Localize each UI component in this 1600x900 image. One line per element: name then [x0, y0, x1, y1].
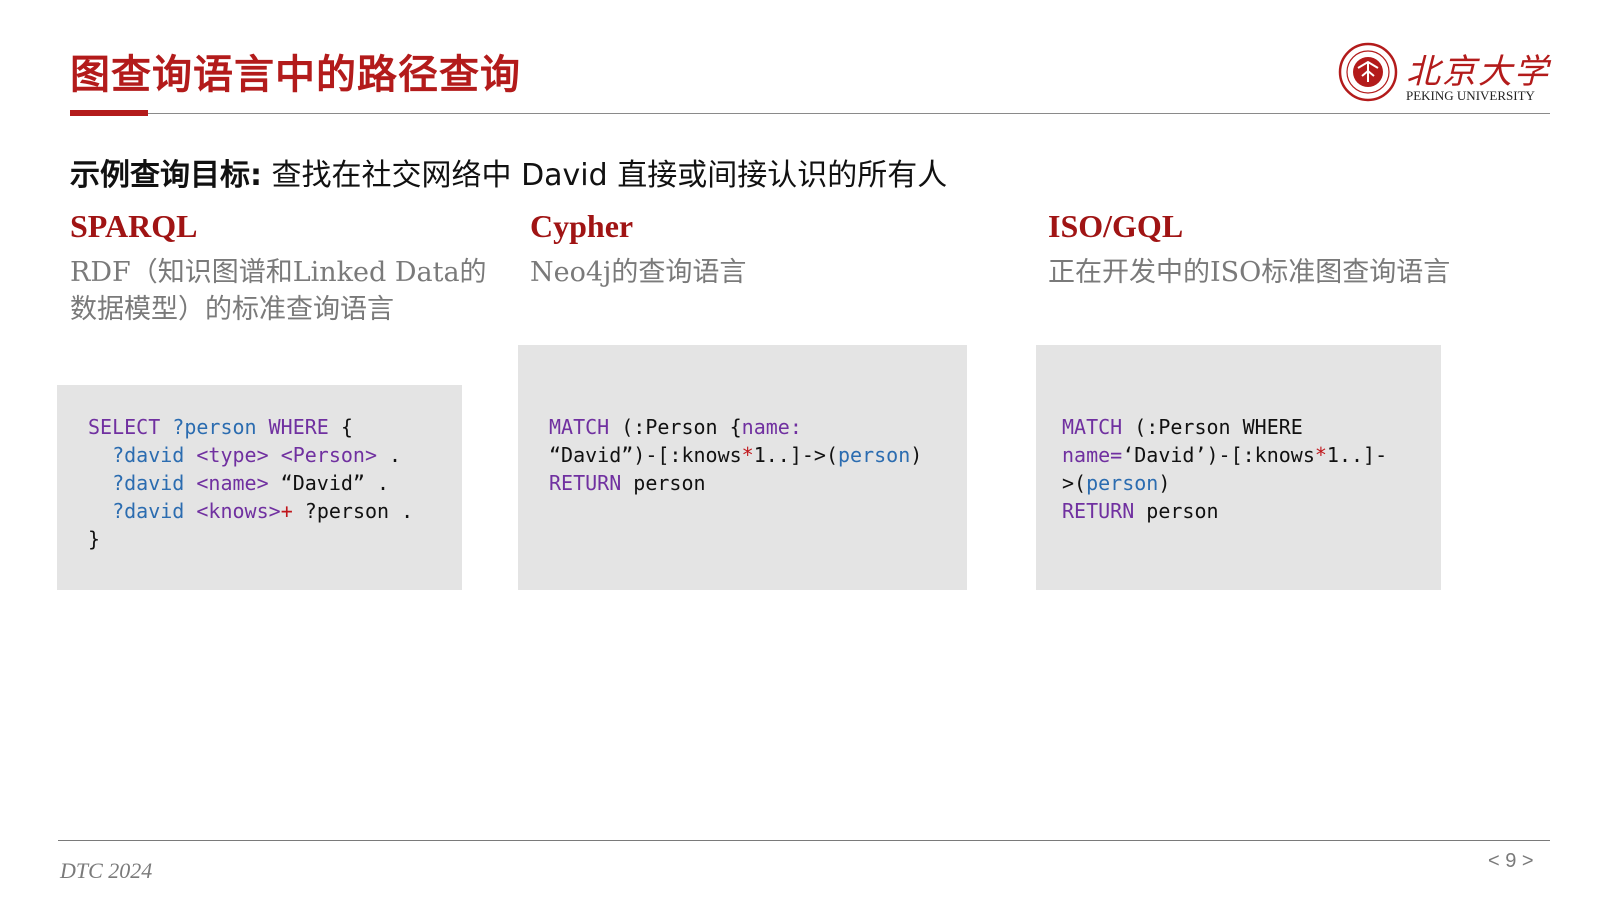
footer-event: DTC 2024: [60, 858, 153, 883]
logo-english-name: PEKING UNIVERSITY: [1406, 88, 1535, 103]
code-token-plain: [184, 499, 196, 523]
code-token-plain: (:Person WHERE: [1122, 415, 1303, 439]
code-line: ?david <name> “David” .: [88, 471, 389, 495]
code-token-kw: SELECT: [88, 415, 161, 439]
code-token-kw: <type>: [196, 443, 269, 467]
code-line: MATCH (:Person WHERE: [1062, 415, 1303, 439]
logo-chinese-name: 北京大学: [1406, 52, 1550, 92]
code-line: >(person): [1062, 471, 1170, 495]
code-token-var: ?david: [112, 499, 185, 523]
sparql-description-line: 数据模型）的标准查询语言: [70, 294, 394, 325]
code-token-plain: “David”)-[:knows: [549, 443, 742, 467]
code-token-plain: [257, 415, 269, 439]
code-line: RETURN person: [549, 471, 706, 495]
code-token-kw: MATCH: [549, 415, 610, 439]
code-token-kw: RETURN: [1062, 499, 1135, 523]
sparql-code: SELECT ?person WHERE { ?david <type> <Pe…: [88, 413, 413, 553]
title-divider: [70, 113, 1550, 114]
gql-description-line: 正在开发中的ISO标准图查询语言: [1048, 257, 1451, 288]
code-token-plain: }: [88, 527, 101, 551]
code-token-kw: WHERE: [268, 415, 329, 439]
code-token-plain: [184, 443, 196, 467]
code-line: SELECT ?person WHERE {: [88, 415, 353, 439]
sparql-code-box: SELECT ?person WHERE { ?david <type> <Pe…: [57, 385, 462, 590]
code-token-plain: person: [1134, 499, 1219, 523]
code-token-var: ?person: [172, 415, 257, 439]
code-token-plain: {: [328, 415, 353, 439]
code-line: MATCH (:Person {name:: [549, 415, 802, 439]
gql-code-box: MATCH (:Person WHERE name=‘David’)-[:kno…: [1036, 345, 1441, 590]
code-token-plain: person: [621, 471, 706, 495]
code-token-plain: [184, 471, 196, 495]
footer-divider: [58, 840, 1550, 841]
gql-code: MATCH (:Person WHERE name=‘David’)-[:kno…: [1062, 413, 1387, 525]
sparql-description-line: RDF（知识图谱和Linked Data的: [70, 257, 487, 288]
code-token-plain: (:Person {: [609, 415, 742, 439]
code-token-plain: [269, 443, 281, 467]
pku-seal-icon: [1338, 42, 1398, 102]
code-token-plain: [88, 499, 112, 523]
code-line: }: [88, 527, 100, 551]
gql-heading: ISO/GQL: [1048, 208, 1184, 244]
code-token-plain: 1..]->(: [753, 443, 838, 467]
cypher-code-box: MATCH (:Person {name: “David”)-[:knows*1…: [518, 345, 967, 590]
code-token-var: person: [838, 443, 911, 467]
query-goal: 示例查询目标: 查找在社交网络中 David 直接或间接认识的所有人: [70, 150, 947, 194]
code-token-kw: RETURN: [549, 471, 622, 495]
code-token-plain: ?person .: [292, 499, 414, 523]
code-token-var: ?david: [112, 471, 185, 495]
code-line: “David”)-[:knows*1..]->(person): [549, 443, 922, 467]
code-token-plain: 1..]-: [1326, 443, 1388, 467]
code-token-op: +: [280, 499, 293, 523]
cypher-code: MATCH (:Person {name: “David”)-[:knows*1…: [549, 413, 922, 497]
query-goal-text: 查找在社交网络中 David 直接或间接认识的所有人: [262, 158, 948, 193]
university-logo: 北京大学 PEKING UNIVERSITY: [1338, 42, 1548, 106]
code-token-op: *: [741, 443, 754, 467]
gql-description: 正在开发中的ISO标准图查询语言: [1048, 254, 1450, 291]
code-token-plain: .: [377, 443, 402, 467]
code-token-kw: MATCH: [1062, 415, 1123, 439]
code-line: ?david <type> <Person> .: [88, 443, 401, 467]
code-line: ?david <knows>+ ?person .: [88, 499, 413, 523]
cypher-description-line: Neo4j的查询语言: [530, 257, 747, 288]
code-token-var: ?david: [112, 443, 185, 467]
cypher-description: Neo4j的查询语言: [530, 254, 746, 291]
code-token-plain: “David” .: [268, 471, 390, 495]
code-token-kw: name:: [741, 415, 802, 439]
cypher-heading: Cypher: [530, 208, 634, 244]
page-title: 图查询语言中的路径查询: [70, 52, 521, 98]
code-token-kw: <knows>: [196, 499, 281, 523]
code-token-plain: ): [1158, 471, 1171, 495]
code-token-op: *: [1314, 443, 1327, 467]
query-goal-label: 示例查询目标:: [70, 158, 262, 193]
code-token-kw: name=: [1062, 443, 1123, 467]
code-token-plain: >(: [1062, 471, 1087, 495]
code-token-plain: [160, 415, 172, 439]
sparql-description: RDF（知识图谱和Linked Data的 数据模型）的标准查询语言: [70, 254, 487, 328]
code-line: RETURN person: [1062, 499, 1219, 523]
code-token-var: person: [1086, 471, 1159, 495]
code-line: name=‘David’)-[:knows*1..]-: [1062, 443, 1387, 467]
code-token-plain: [88, 443, 112, 467]
page-number: < 9 >: [1488, 850, 1534, 872]
code-token-plain: [88, 471, 112, 495]
code-token-plain: ): [910, 443, 923, 467]
code-token-plain: ‘David’)-[:knows: [1122, 443, 1315, 467]
code-token-kw: <name>: [196, 471, 269, 495]
code-token-kw: <Person>: [280, 443, 378, 467]
sparql-heading: SPARQL: [70, 208, 198, 244]
title-accent-bar: [70, 110, 148, 116]
